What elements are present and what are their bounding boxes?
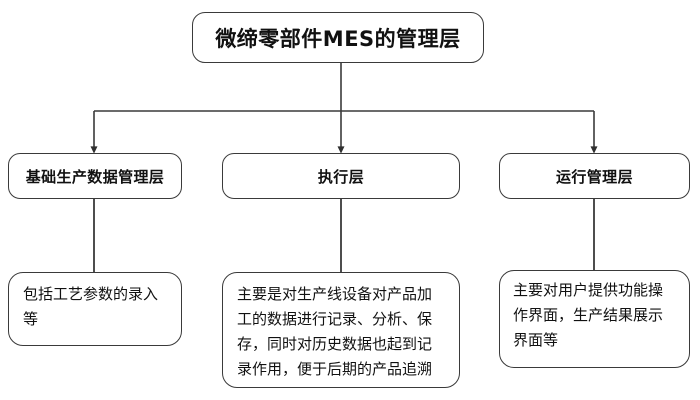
node-basic-production-data-layer[interactable]: 基础生产数据管理层: [8, 153, 182, 199]
node-description: 包括工艺参数的录入 等: [23, 285, 159, 328]
node-label: 运行管理层: [555, 167, 633, 186]
node-execution-layer[interactable]: 执行层: [222, 153, 460, 199]
node-label: 基础生产数据管理层: [25, 167, 165, 186]
node-runtime-management-layer[interactable]: 运行管理层: [499, 153, 690, 199]
node-runtime-management-layer-description[interactable]: 主要对用户提供功能操 作界面，生产结果展示 界面等: [499, 270, 690, 368]
node-label: 微缔零部件MES的管理层: [215, 26, 461, 51]
node-label: 执行层: [317, 167, 365, 186]
node-basic-production-data-layer-description[interactable]: 包括工艺参数的录入 等: [8, 272, 182, 346]
node-execution-layer-description[interactable]: 主要是对生产线设备对产品加 工的数据进行记录、分析、保 存，同时对历史数据也起到…: [222, 272, 460, 388]
node-management-layer-title[interactable]: 微缔零部件MES的管理层: [192, 12, 484, 63]
node-description: 主要对用户提供功能操 作界面，生产结果展示 界面等: [513, 281, 664, 349]
node-description: 主要是对生产线设备对产品加 工的数据进行记录、分析、保 存，同时对历史数据也起到…: [237, 285, 433, 378]
